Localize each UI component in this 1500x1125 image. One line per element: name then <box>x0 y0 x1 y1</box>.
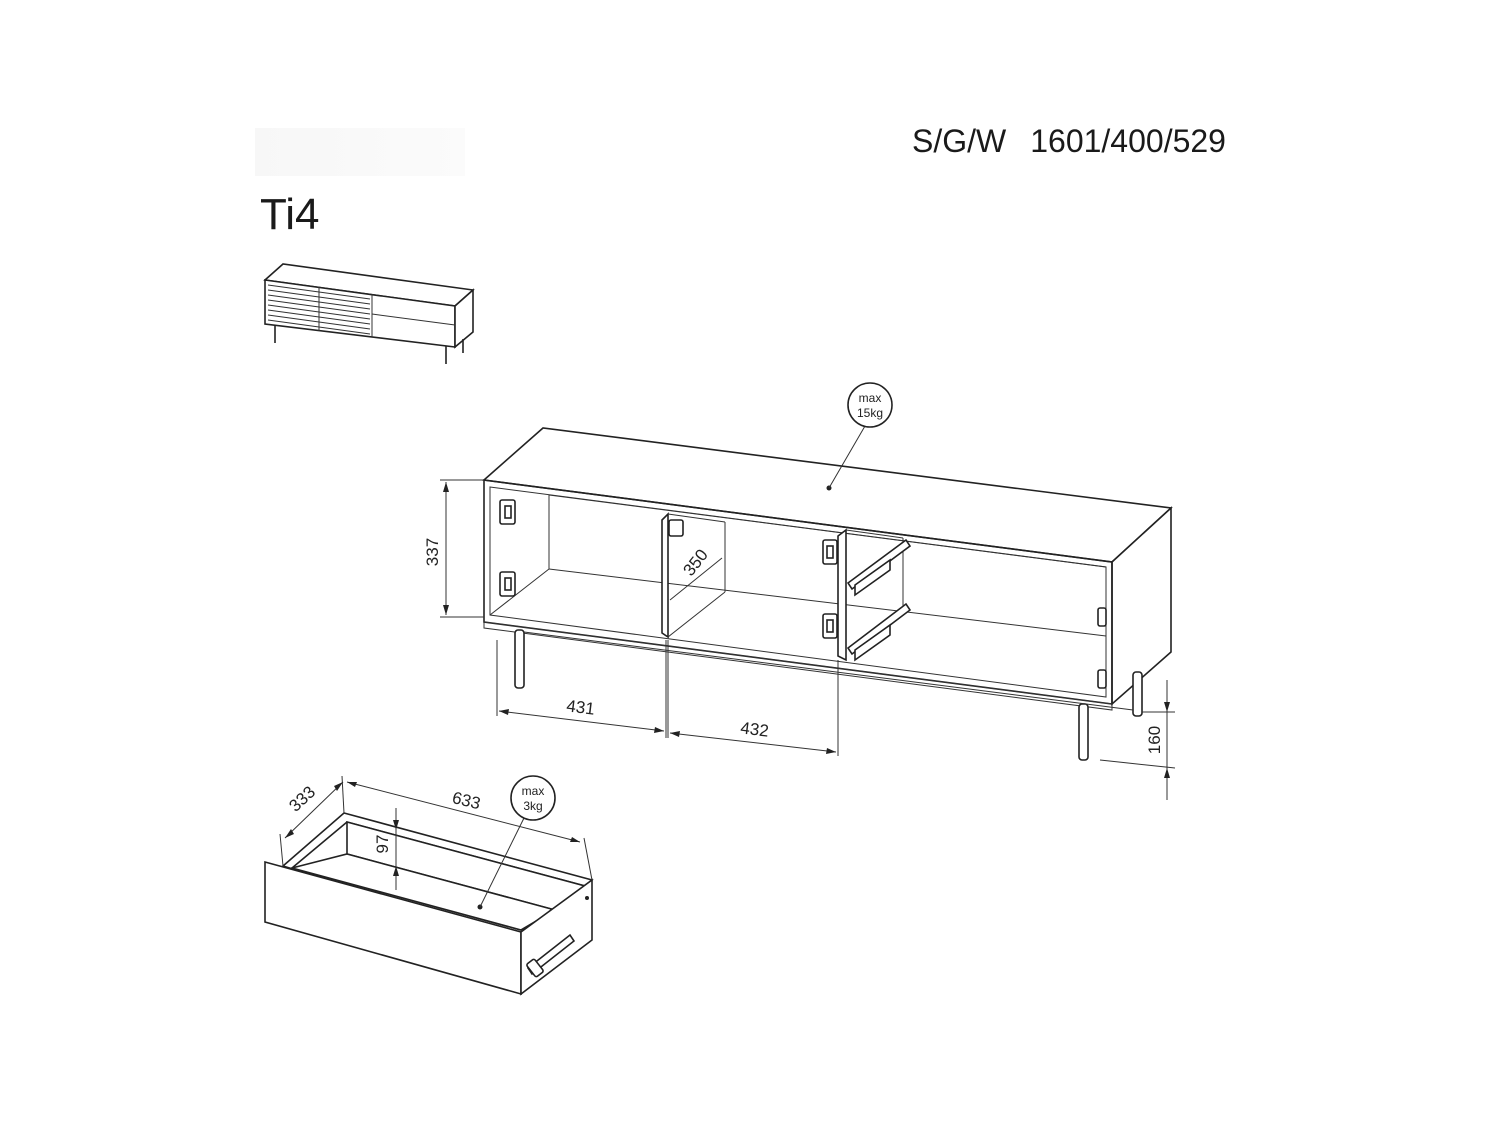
model-code: Ti4 <box>260 190 320 239</box>
load-badge-top-line1: max <box>859 391 882 405</box>
thumbnail-slats <box>267 284 371 335</box>
drawer: max 3kg <box>264 775 594 996</box>
drawer-runner-icon <box>526 933 576 978</box>
dimension-height: 337 <box>423 538 442 566</box>
load-badge-top <box>847 382 893 428</box>
dimension-shelf-depth: 350 <box>679 546 711 580</box>
thumbnail-cabinet <box>263 263 475 364</box>
dimension-drawer-height: 97 <box>373 835 392 854</box>
dimension-compartment-1: 431 <box>565 696 595 718</box>
load-badge-drawer-line1: max <box>522 784 545 798</box>
cabinet-legs <box>514 629 1143 761</box>
load-badge-drawer <box>510 775 556 821</box>
load-badge-top-line2: 15kg <box>857 406 883 420</box>
partition-2 <box>837 528 847 662</box>
dimensions-value: 1601/400/529 <box>1030 123 1226 159</box>
dimension-leg-height: 160 <box>1145 726 1164 754</box>
main-cabinet: max 15kg <box>482 382 1173 761</box>
logo-placeholder <box>255 128 465 176</box>
hinge-icon <box>499 499 1107 689</box>
drawer-runner-icon <box>846 538 912 662</box>
dimension-compartment-2: 432 <box>739 718 769 740</box>
overall-dimensions: S/G/W 1601/400/529 <box>912 123 1250 160</box>
dimensions-prefix: S/G/W <box>912 123 1007 159</box>
drawer-dimensions: 333 633 97 <box>279 775 593 890</box>
load-badge-drawer-line2: 3kg <box>523 799 542 813</box>
partition-1 <box>661 512 669 639</box>
